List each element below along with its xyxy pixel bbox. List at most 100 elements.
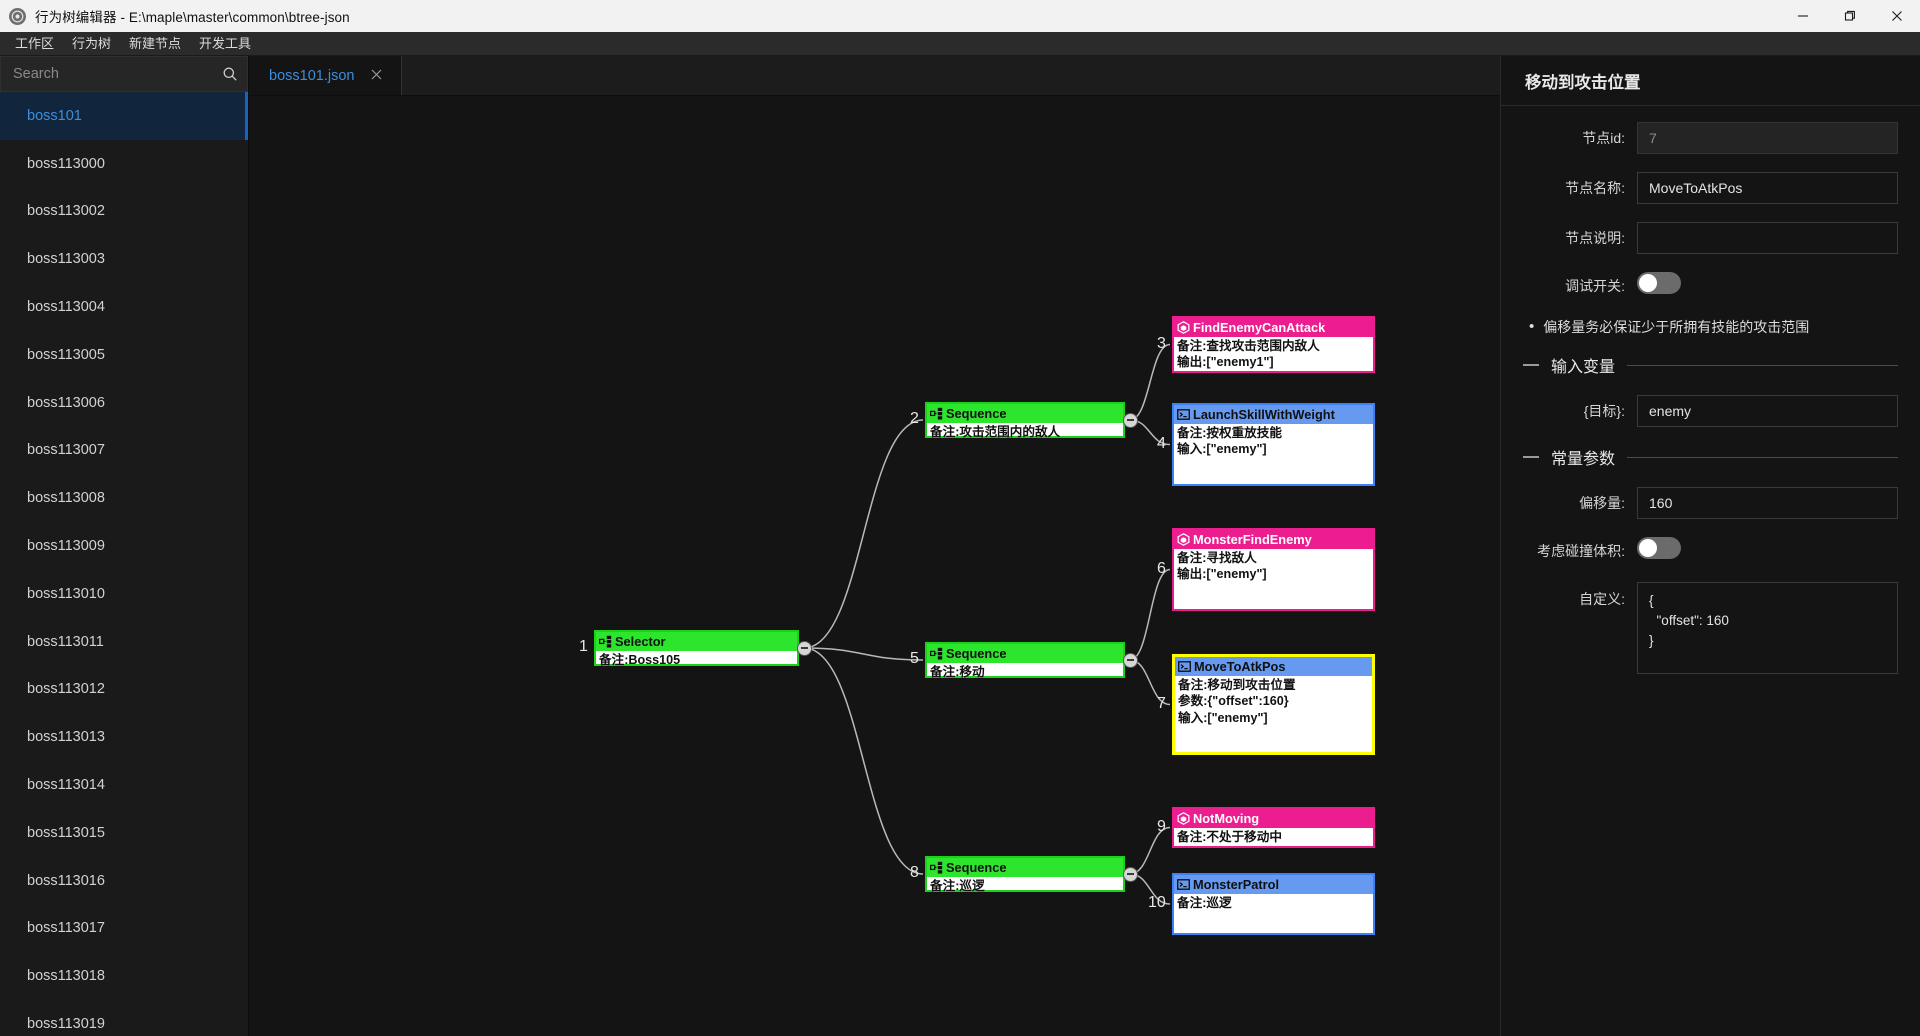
edge-2-to-3 — [1129, 343, 1171, 421]
file-item-boss113007[interactable]: boss113007 — [0, 427, 248, 475]
file-item-boss113000[interactable]: boss113000 — [0, 140, 248, 188]
custom-json-textarea[interactable] — [1637, 582, 1898, 674]
bullet-icon: • — [1529, 318, 1535, 335]
collapse-toggle-5[interactable] — [1123, 652, 1138, 668]
hierarchy-icon — [930, 407, 943, 420]
collision-volume-toggle[interactable] — [1637, 537, 1681, 559]
tab-boss101-json[interactable]: boss101.json — [249, 56, 403, 95]
node-number-1: 1 — [579, 638, 588, 655]
node-detail-line: 备注:移动到攻击位置 — [1178, 678, 1296, 692]
collapse-toggle-2[interactable] — [1123, 412, 1138, 428]
node-header: Selector — [596, 632, 797, 651]
close-button[interactable] — [1873, 0, 1920, 32]
console-icon — [1177, 408, 1190, 421]
file-item-boss113010[interactable]: boss113010 — [0, 570, 248, 618]
search-icon[interactable] — [212, 56, 247, 92]
field-label: {目标}: — [1583, 403, 1625, 419]
node-name: MonsterFindEnemy — [1193, 532, 1312, 547]
node-name-input[interactable] — [1637, 172, 1898, 204]
node-name: Sequence — [946, 406, 1007, 421]
node-header: MonsterPatrol — [1174, 875, 1373, 894]
node-detail-line: 备注:寻找敌人 — [1177, 551, 1257, 565]
menu-item-dev-tools[interactable]: 开发工具 — [199, 35, 252, 51]
menu-item-behavior-tree[interactable]: 行为树 — [72, 35, 112, 51]
section-title: 常量参数 — [1551, 451, 1616, 468]
node-header: NotMoving — [1174, 809, 1373, 828]
file-item-label: boss113017 — [27, 920, 105, 937]
file-item-boss101[interactable]: boss101 — [0, 92, 248, 140]
section-field-row: 自定义: — [1511, 582, 1898, 679]
file-item-boss113018[interactable]: boss113018 — [0, 952, 248, 1000]
collapse-toggle-1[interactable] — [797, 640, 812, 656]
minimize-button[interactable] — [1779, 0, 1826, 32]
tree-node-Sequence[interactable]: Sequence 备注:巡逻 — [925, 856, 1125, 893]
field-label: 自定义: — [1579, 591, 1625, 607]
inspector-body: 节点id: 节点名称: 节点说明: 调试开关: — [1501, 106, 1920, 1036]
debug-switch-toggle[interactable] — [1637, 272, 1681, 294]
file-item-boss113016[interactable]: boss113016 — [0, 857, 248, 905]
tree-node-NotMoving[interactable]: NotMoving 备注:不处于移动中 — [1172, 807, 1375, 848]
section-header[interactable]: 输入变量 — [1511, 353, 1898, 377]
inspector-title: 移动到攻击位置 — [1501, 56, 1920, 106]
file-item-boss113006[interactable]: boss113006 — [0, 379, 248, 427]
edge-5-to-6 — [1129, 568, 1171, 661]
node-body: 备注:按权重放技能输入:["enemy"] — [1174, 424, 1373, 461]
node-body: 备注:不处于移动中 — [1174, 828, 1373, 848]
node-desc-label: 节点说明: — [1565, 230, 1625, 246]
file-item-boss113013[interactable]: boss113013 — [0, 713, 248, 761]
file-item-boss113015[interactable]: boss113015 — [0, 809, 248, 857]
edge-1-to-2 — [803, 419, 924, 649]
menu-item-new-node[interactable]: 新建节点 — [129, 35, 182, 51]
cube-icon — [1177, 812, 1190, 825]
tab-close-icon[interactable] — [368, 66, 385, 86]
file-item-label: boss113008 — [27, 490, 105, 507]
app-logo-icon — [9, 7, 26, 25]
section-header[interactable]: 常量参数 — [1511, 445, 1898, 469]
menu-item-workspace[interactable]: 工作区 — [15, 35, 55, 51]
file-item-label: boss113019 — [27, 1016, 105, 1033]
maximize-button[interactable] — [1826, 0, 1873, 32]
node-desc-input[interactable] — [1637, 222, 1898, 254]
node-name: Sequence — [946, 860, 1007, 875]
node-body: 备注:Boss105 — [596, 651, 797, 671]
file-item-boss113012[interactable]: boss113012 — [0, 666, 248, 714]
inspector-note: •偏移量务必保证少于所拥有技能的攻击范围 — [1511, 317, 1898, 337]
title-bar: 行为树编辑器 - E:\maple\master\common\btree-js… — [0, 0, 1920, 32]
section-field-row: 偏移量: — [1511, 487, 1898, 519]
file-item-boss113011[interactable]: boss113011 — [0, 618, 248, 666]
file-item-boss113003[interactable]: boss113003 — [0, 235, 248, 283]
file-item-boss113019[interactable]: boss113019 — [0, 1000, 248, 1036]
field-label: 考虑碰撞体积: — [1537, 542, 1625, 559]
file-item-boss113005[interactable]: boss113005 — [0, 331, 248, 379]
node-name: NotMoving — [1193, 811, 1260, 826]
section-collapse-icon[interactable] — [1523, 456, 1539, 458]
node-id-input — [1637, 122, 1898, 154]
file-item-boss113002[interactable]: boss113002 — [0, 188, 248, 236]
file-item-boss113009[interactable]: boss113009 — [0, 522, 248, 570]
node-header: MonsterFindEnemy — [1174, 530, 1373, 549]
section-collapse-icon[interactable] — [1523, 364, 1539, 366]
file-item-boss113017[interactable]: boss113017 — [0, 905, 248, 953]
node-detail-line: 备注:巡逻 — [930, 879, 985, 893]
field-input[interactable] — [1637, 487, 1898, 519]
node-body: 备注:移动到攻击位置参数:{"offset":160}输入:["enemy"] — [1175, 676, 1372, 729]
search-input[interactable] — [1, 66, 212, 82]
field-input[interactable] — [1637, 395, 1898, 427]
collapse-toggle-8[interactable] — [1123, 866, 1138, 882]
file-item-boss113014[interactable]: boss113014 — [0, 761, 248, 809]
file-item-label: boss113011 — [27, 633, 104, 650]
edge-1-to-5 — [803, 647, 924, 661]
file-item-boss113004[interactable]: boss113004 — [0, 283, 248, 331]
file-item-boss113008[interactable]: boss113008 — [0, 474, 248, 522]
cube-icon — [1177, 533, 1190, 546]
